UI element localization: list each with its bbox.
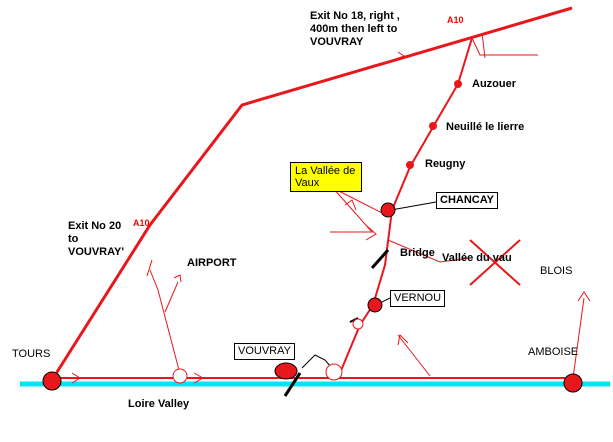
- reugny-label: Reugny: [425, 158, 466, 170]
- vouvray-marker: [274, 362, 298, 380]
- bridge-label: Bridge: [400, 247, 435, 259]
- amboise-label: AMBOISE: [528, 346, 579, 358]
- exit20-label-line3: VOUVRAY': [68, 246, 125, 258]
- x-mark-icon-2: [469, 239, 521, 286]
- airport-road: [164, 281, 179, 313]
- exit20-road: [149, 269, 181, 375]
- arrow-east-2: [71, 372, 81, 384]
- blois-label: BLOIS: [540, 265, 573, 277]
- auzouer-marker: [454, 80, 462, 88]
- a10-label-top: A10: [447, 15, 464, 25]
- vaux-arrow-2: [365, 225, 377, 241]
- auzouer-label: Auzouer: [472, 78, 516, 90]
- roundabout-vernou: [352, 318, 364, 330]
- a10-motorway: [50, 6, 573, 381]
- tours-label: TOURS: [12, 348, 51, 360]
- vau-road: [397, 334, 431, 377]
- chancay-label: CHANCAY: [436, 192, 498, 209]
- chancay-marker: [380, 202, 396, 218]
- exit20-label-line2: to: [68, 233, 79, 245]
- roundabout-vouvray-east: [325, 363, 343, 381]
- chancay-connector: [390, 201, 437, 211]
- a10-direction-arrow: [395, 51, 406, 60]
- arrow-east-1: [193, 372, 205, 384]
- vouvray-building-outline: [301, 354, 333, 369]
- a10-label-left: A10: [133, 218, 150, 228]
- airport-arrow: [173, 274, 182, 283]
- exit20-tick: [146, 259, 153, 277]
- vau-road-2: [387, 239, 471, 263]
- vau-arrow: [397, 333, 409, 346]
- tours-marker: [42, 371, 62, 391]
- vaux-road: [330, 187, 389, 233]
- vouvray-bridge-icon: [283, 372, 302, 397]
- exit18-label-line2: 400m then left to: [310, 23, 398, 35]
- blois-arrow: [577, 291, 591, 302]
- exit18-label-line3: VOUVRAY: [310, 36, 364, 48]
- roundabout-airport: [172, 368, 188, 384]
- airport-label: AIRPORT: [187, 257, 237, 269]
- exit18-spur: [471, 37, 538, 56]
- vaux-arrow: [344, 199, 357, 211]
- bridge-symbol-icon: [370, 249, 390, 269]
- neuille-label: Neuillé le lierre: [446, 121, 525, 133]
- neuille-marker: [429, 122, 437, 130]
- loire-valley-label: Loire Valley: [128, 398, 190, 410]
- reugny-marker: [406, 161, 414, 169]
- blois-road: [572, 297, 585, 379]
- vernou-marker: [367, 297, 383, 313]
- vallee-de-vaux-label: La Vallée de Vaux: [290, 162, 362, 192]
- exit20-label-line1: Exit No 20: [68, 220, 122, 232]
- vallee-du-vau-label: Vallée du vau: [442, 252, 512, 264]
- amboise-marker: [563, 373, 583, 393]
- vernou-label: VERNOU: [390, 290, 446, 307]
- exit18-label-line1: Exit No 18, right ,: [310, 10, 400, 22]
- vouvray-label: VOUVRAY: [234, 343, 295, 360]
- exit18-tick: [481, 32, 486, 59]
